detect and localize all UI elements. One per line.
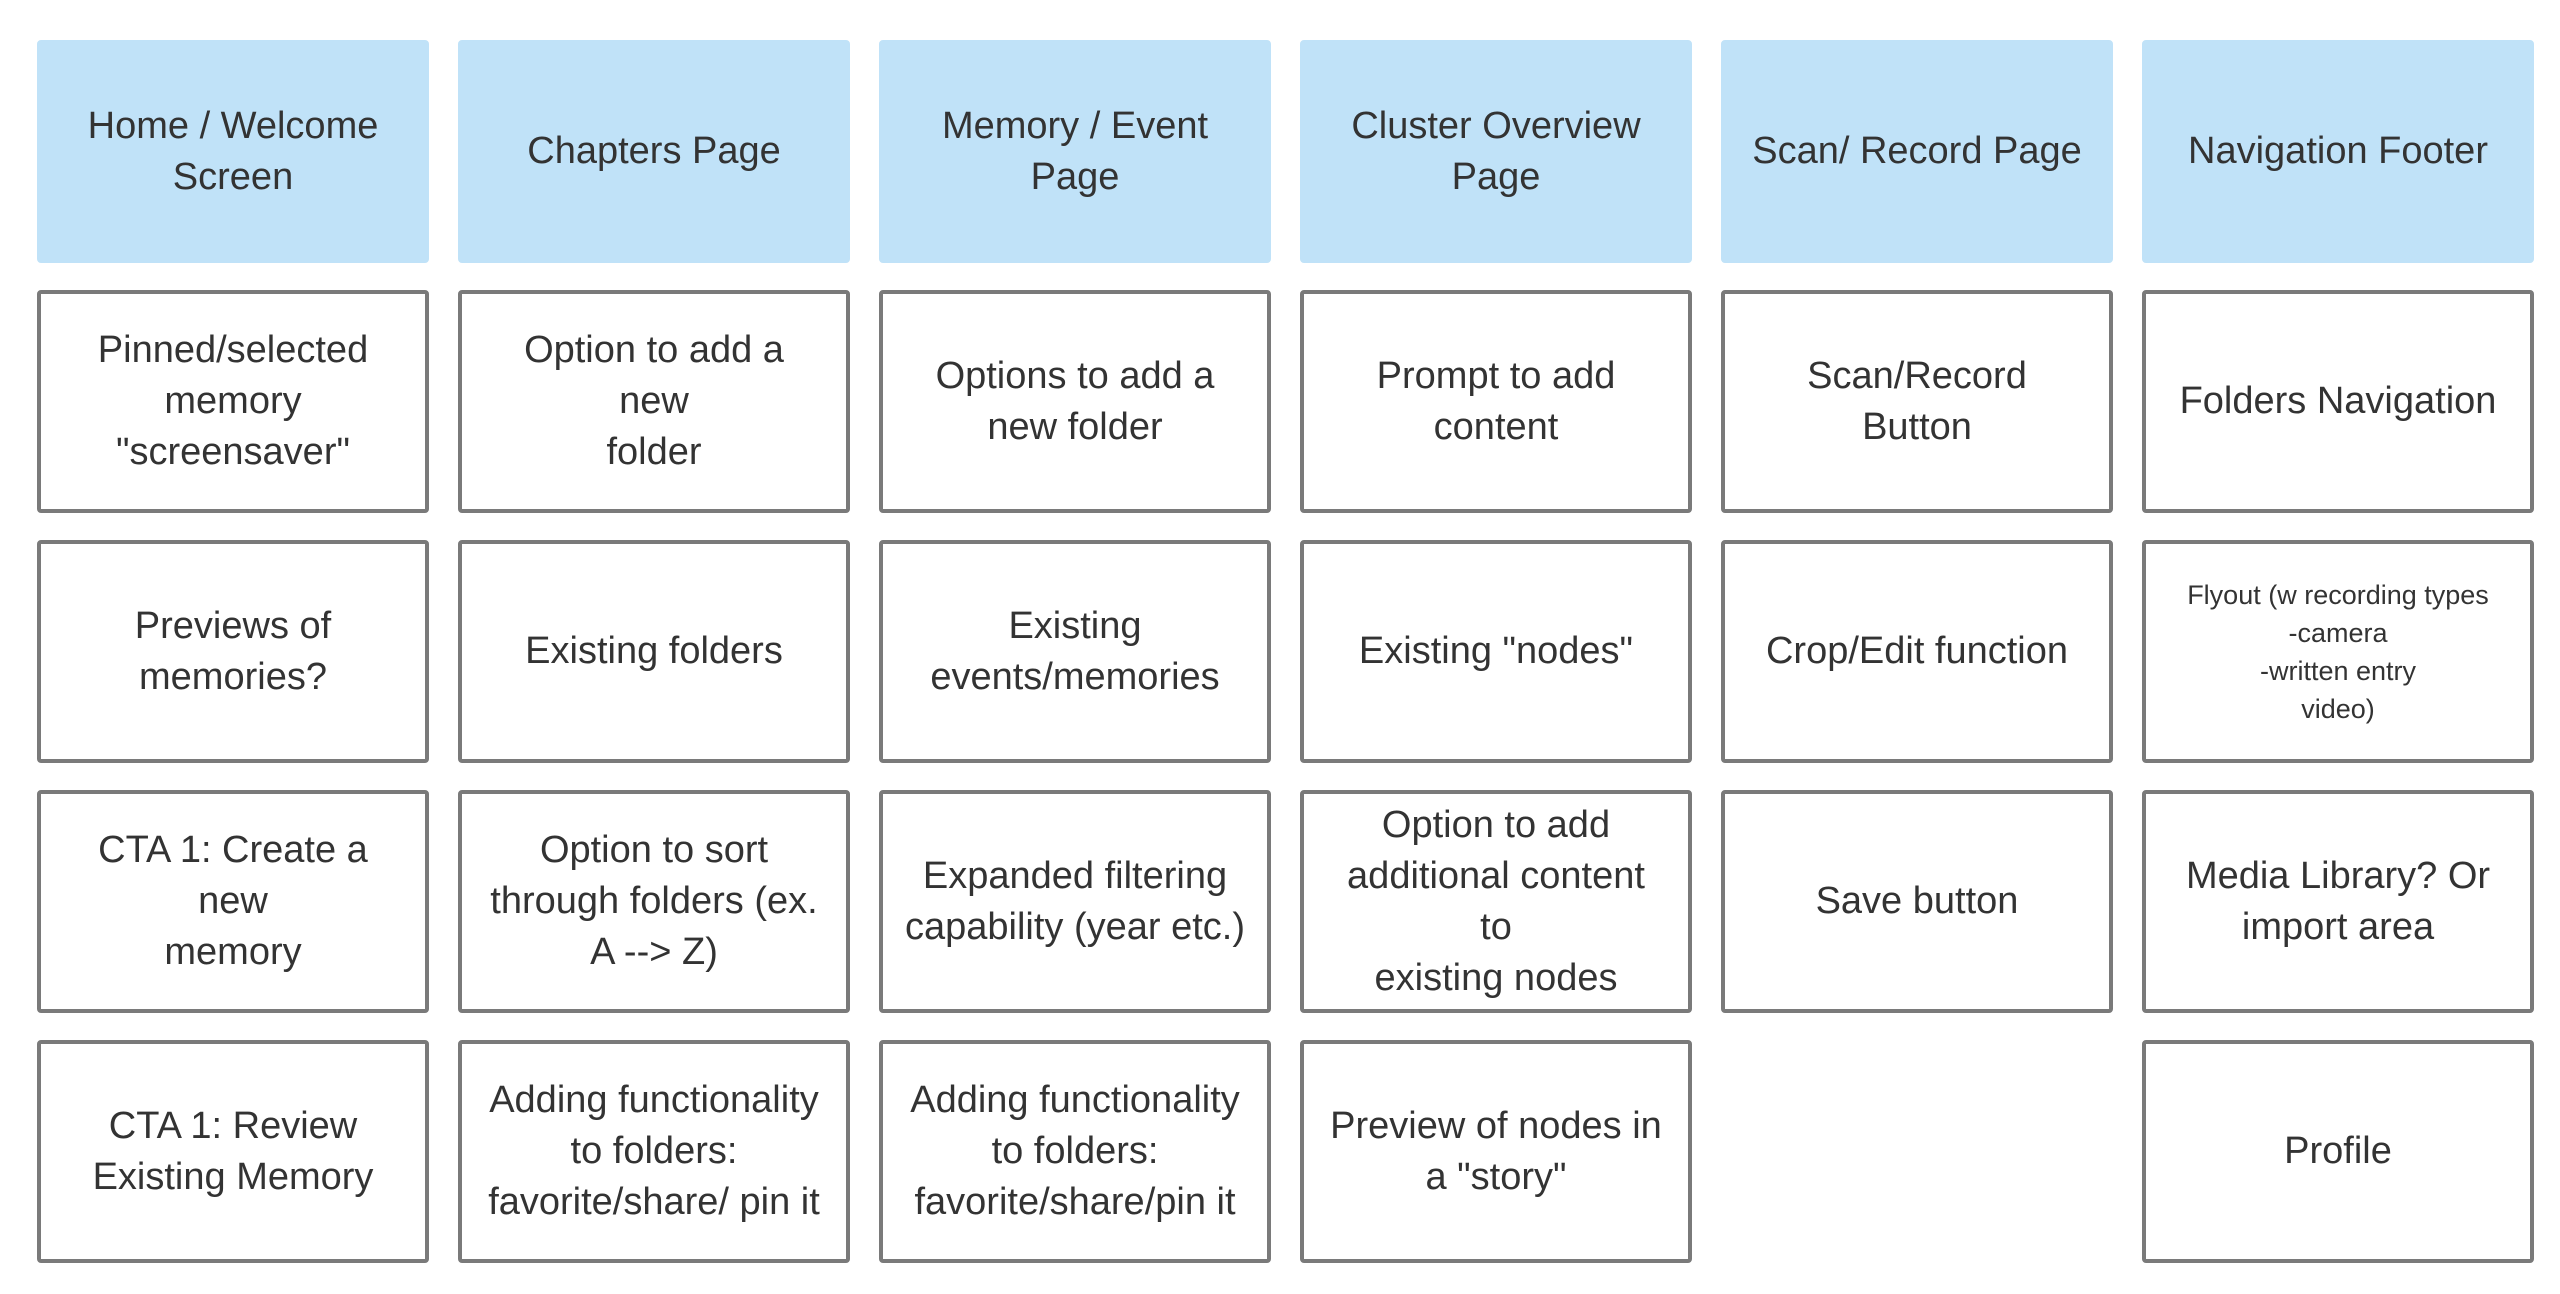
column-header-cluster-overview: Cluster Overview Page xyxy=(1300,40,1692,263)
card-scan-3: Save button xyxy=(1721,790,2113,1013)
card-memory-4: Adding functionality to folders: favorit… xyxy=(879,1040,1271,1263)
card-chapters-2: Existing folders xyxy=(458,540,850,763)
card-cluster-4: Preview of nodes in a "story" xyxy=(1300,1040,1692,1263)
card-nav-4: Profile xyxy=(2142,1040,2534,1263)
card-cluster-1: Prompt to add content xyxy=(1300,290,1692,513)
column-header-home: Home / Welcome Screen xyxy=(37,40,429,263)
column-header-chapters: Chapters Page xyxy=(458,40,850,263)
card-memory-3: Expanded filtering capability (year etc.… xyxy=(879,790,1271,1013)
card-cluster-3: Option to add additional content to exis… xyxy=(1300,790,1692,1013)
card-nav-1: Folders Navigation xyxy=(2142,290,2534,513)
card-memory-1: Options to add a new folder xyxy=(879,290,1271,513)
card-chapters-4: Adding functionality to folders: favorit… xyxy=(458,1040,850,1263)
card-nav-3: Media Library? Or import area xyxy=(2142,790,2534,1013)
card-memory-2: Existing events/memories xyxy=(879,540,1271,763)
card-home-3: CTA 1: Create a new memory xyxy=(37,790,429,1013)
card-scan-1: Scan/Record Button xyxy=(1721,290,2113,513)
card-home-2: Previews of memories? xyxy=(37,540,429,763)
card-home-4: CTA 1: Review Existing Memory xyxy=(37,1040,429,1263)
column-header-scan-record: Scan/ Record Page xyxy=(1721,40,2113,263)
card-nav-2: Flyout (w recording types -camera -writt… xyxy=(2142,540,2534,763)
column-header-navigation-footer: Navigation Footer xyxy=(2142,40,2534,263)
card-cluster-2: Existing "nodes" xyxy=(1300,540,1692,763)
card-chapters-1: Option to add a new folder xyxy=(458,290,850,513)
card-scan-2: Crop/Edit function xyxy=(1721,540,2113,763)
card-home-1: Pinned/selected memory "screensaver" xyxy=(37,290,429,513)
column-header-memory-event: Memory / Event Page xyxy=(879,40,1271,263)
card-chapters-3: Option to sort through folders (ex. A --… xyxy=(458,790,850,1013)
